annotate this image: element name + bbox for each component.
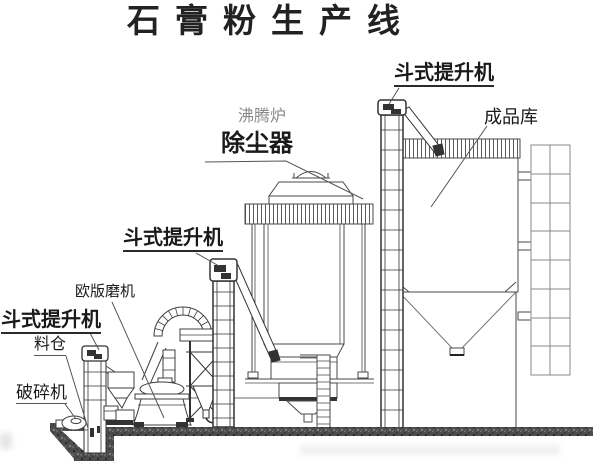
silo-roof-band	[389, 138, 521, 159]
leader-finished-silo	[430, 125, 488, 208]
left-elevator-motor	[87, 350, 96, 356]
silo-body	[396, 157, 519, 293]
left-elevator-column	[83, 359, 107, 454]
silo-hopper-right	[461, 291, 517, 349]
lattice-tower	[530, 144, 571, 376]
label-material-bin: 料仓	[34, 337, 67, 356]
silo-hopper-left	[398, 291, 453, 349]
middle-bucket-elevator	[209, 258, 281, 428]
material-bin	[103, 365, 135, 425]
mill-flange	[134, 393, 190, 400]
leader-bucket-elevator-mid	[195, 252, 220, 267]
tank-body	[263, 223, 345, 345]
dust-collector-tank	[244, 171, 374, 429]
leader-lines	[64, 87, 488, 429]
tank-cone-roof	[268, 181, 354, 197]
finished-product-silo	[389, 138, 532, 427]
label-finished-silo: 成品库	[484, 107, 538, 127]
label-bucket-elevator-mid: 斗式提升机	[123, 228, 223, 252]
label-bucket-elevator-top: 斗式提升机	[394, 63, 494, 87]
european-mill	[132, 306, 224, 428]
leader-bucket-elevator-left	[89, 332, 100, 351]
pit-floor	[74, 453, 108, 461]
tank-roof-band	[244, 203, 374, 225]
label-bucket-elevator-left: 斗式提升机	[1, 310, 101, 334]
leader-dust-collector	[204, 160, 364, 200]
left-bucket-elevator	[81, 345, 109, 454]
right-elevator-column	[380, 114, 404, 429]
leader-european-mill	[111, 301, 165, 419]
middle-elevator-column	[212, 280, 235, 428]
label-crusher: 破碎机	[16, 383, 67, 404]
ground-band	[112, 427, 593, 436]
chute-tip	[268, 349, 281, 363]
leader-bucket-elevator-top	[388, 87, 400, 105]
label-dust-collector: 除尘器	[221, 131, 293, 157]
ground	[50, 423, 593, 461]
label-european-mill: 欧版磨机	[75, 284, 136, 300]
silo-outlet	[449, 347, 465, 356]
mill-body	[132, 398, 192, 426]
tank-dome	[295, 171, 327, 179]
mill-classifier-pipe	[162, 349, 176, 383]
crusher	[55, 415, 88, 431]
watermark-smudge	[0, 433, 12, 449]
watermark-smudge	[300, 445, 560, 455]
leader-material-bin	[65, 355, 89, 429]
page-title: 石膏粉生产线	[127, 4, 415, 40]
right-bucket-elevator	[377, 99, 445, 429]
chute-tip	[432, 143, 445, 157]
middle-elevator-motor	[214, 265, 226, 272]
right-elevator-motor	[383, 104, 394, 110]
label-boiling-furnace: 沸腾炉	[238, 108, 287, 125]
leader-crusher	[64, 403, 77, 420]
bin-box	[107, 371, 135, 389]
bin-funnel	[107, 387, 135, 399]
